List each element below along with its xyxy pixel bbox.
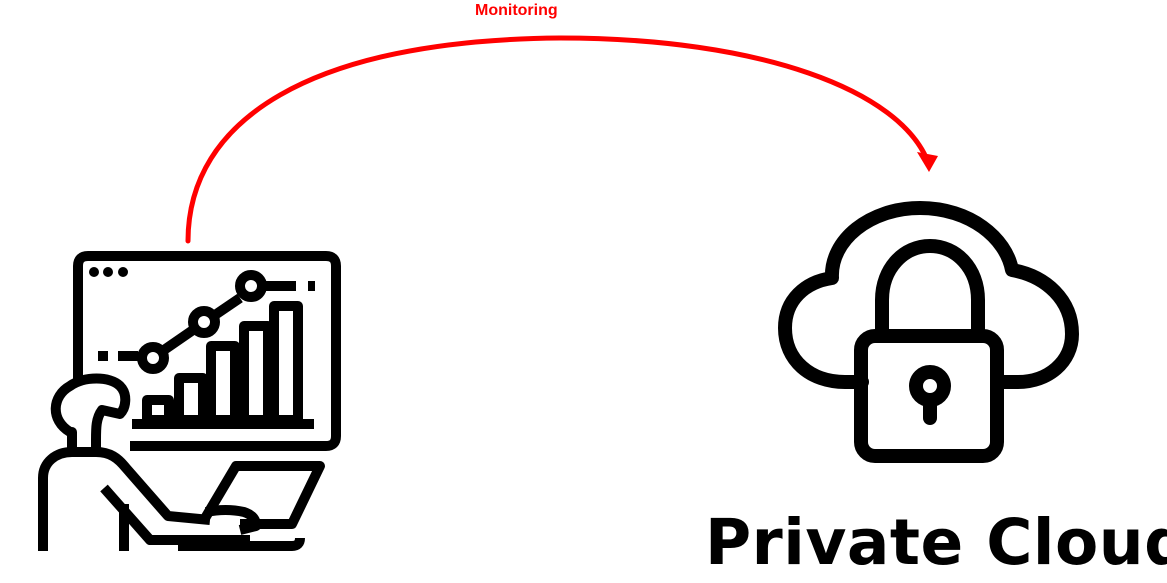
monitoring-arrow <box>185 35 938 244</box>
laptop <box>199 461 325 529</box>
private-cloud-label: Private Cloud <box>705 506 1167 579</box>
person-hand <box>205 505 261 535</box>
person-body <box>38 447 211 551</box>
monitoring-arrowhead <box>917 152 938 172</box>
padlock-body <box>854 329 1004 463</box>
cloud-lock-icon <box>778 201 1079 463</box>
monitor-frame <box>73 251 341 451</box>
cloud-outline <box>778 201 1079 389</box>
window-dots <box>89 267 128 277</box>
monitoring-label: Monitoring <box>475 2 558 19</box>
analyst-dashboard-icon <box>38 251 341 551</box>
monitoring-arrow-line <box>185 35 931 244</box>
dashboard-trend-line <box>98 270 315 374</box>
person-head <box>50 373 131 457</box>
padlock-shackle <box>875 239 985 343</box>
laptop-base <box>178 537 305 551</box>
dashboard-bar-chart <box>132 301 314 429</box>
